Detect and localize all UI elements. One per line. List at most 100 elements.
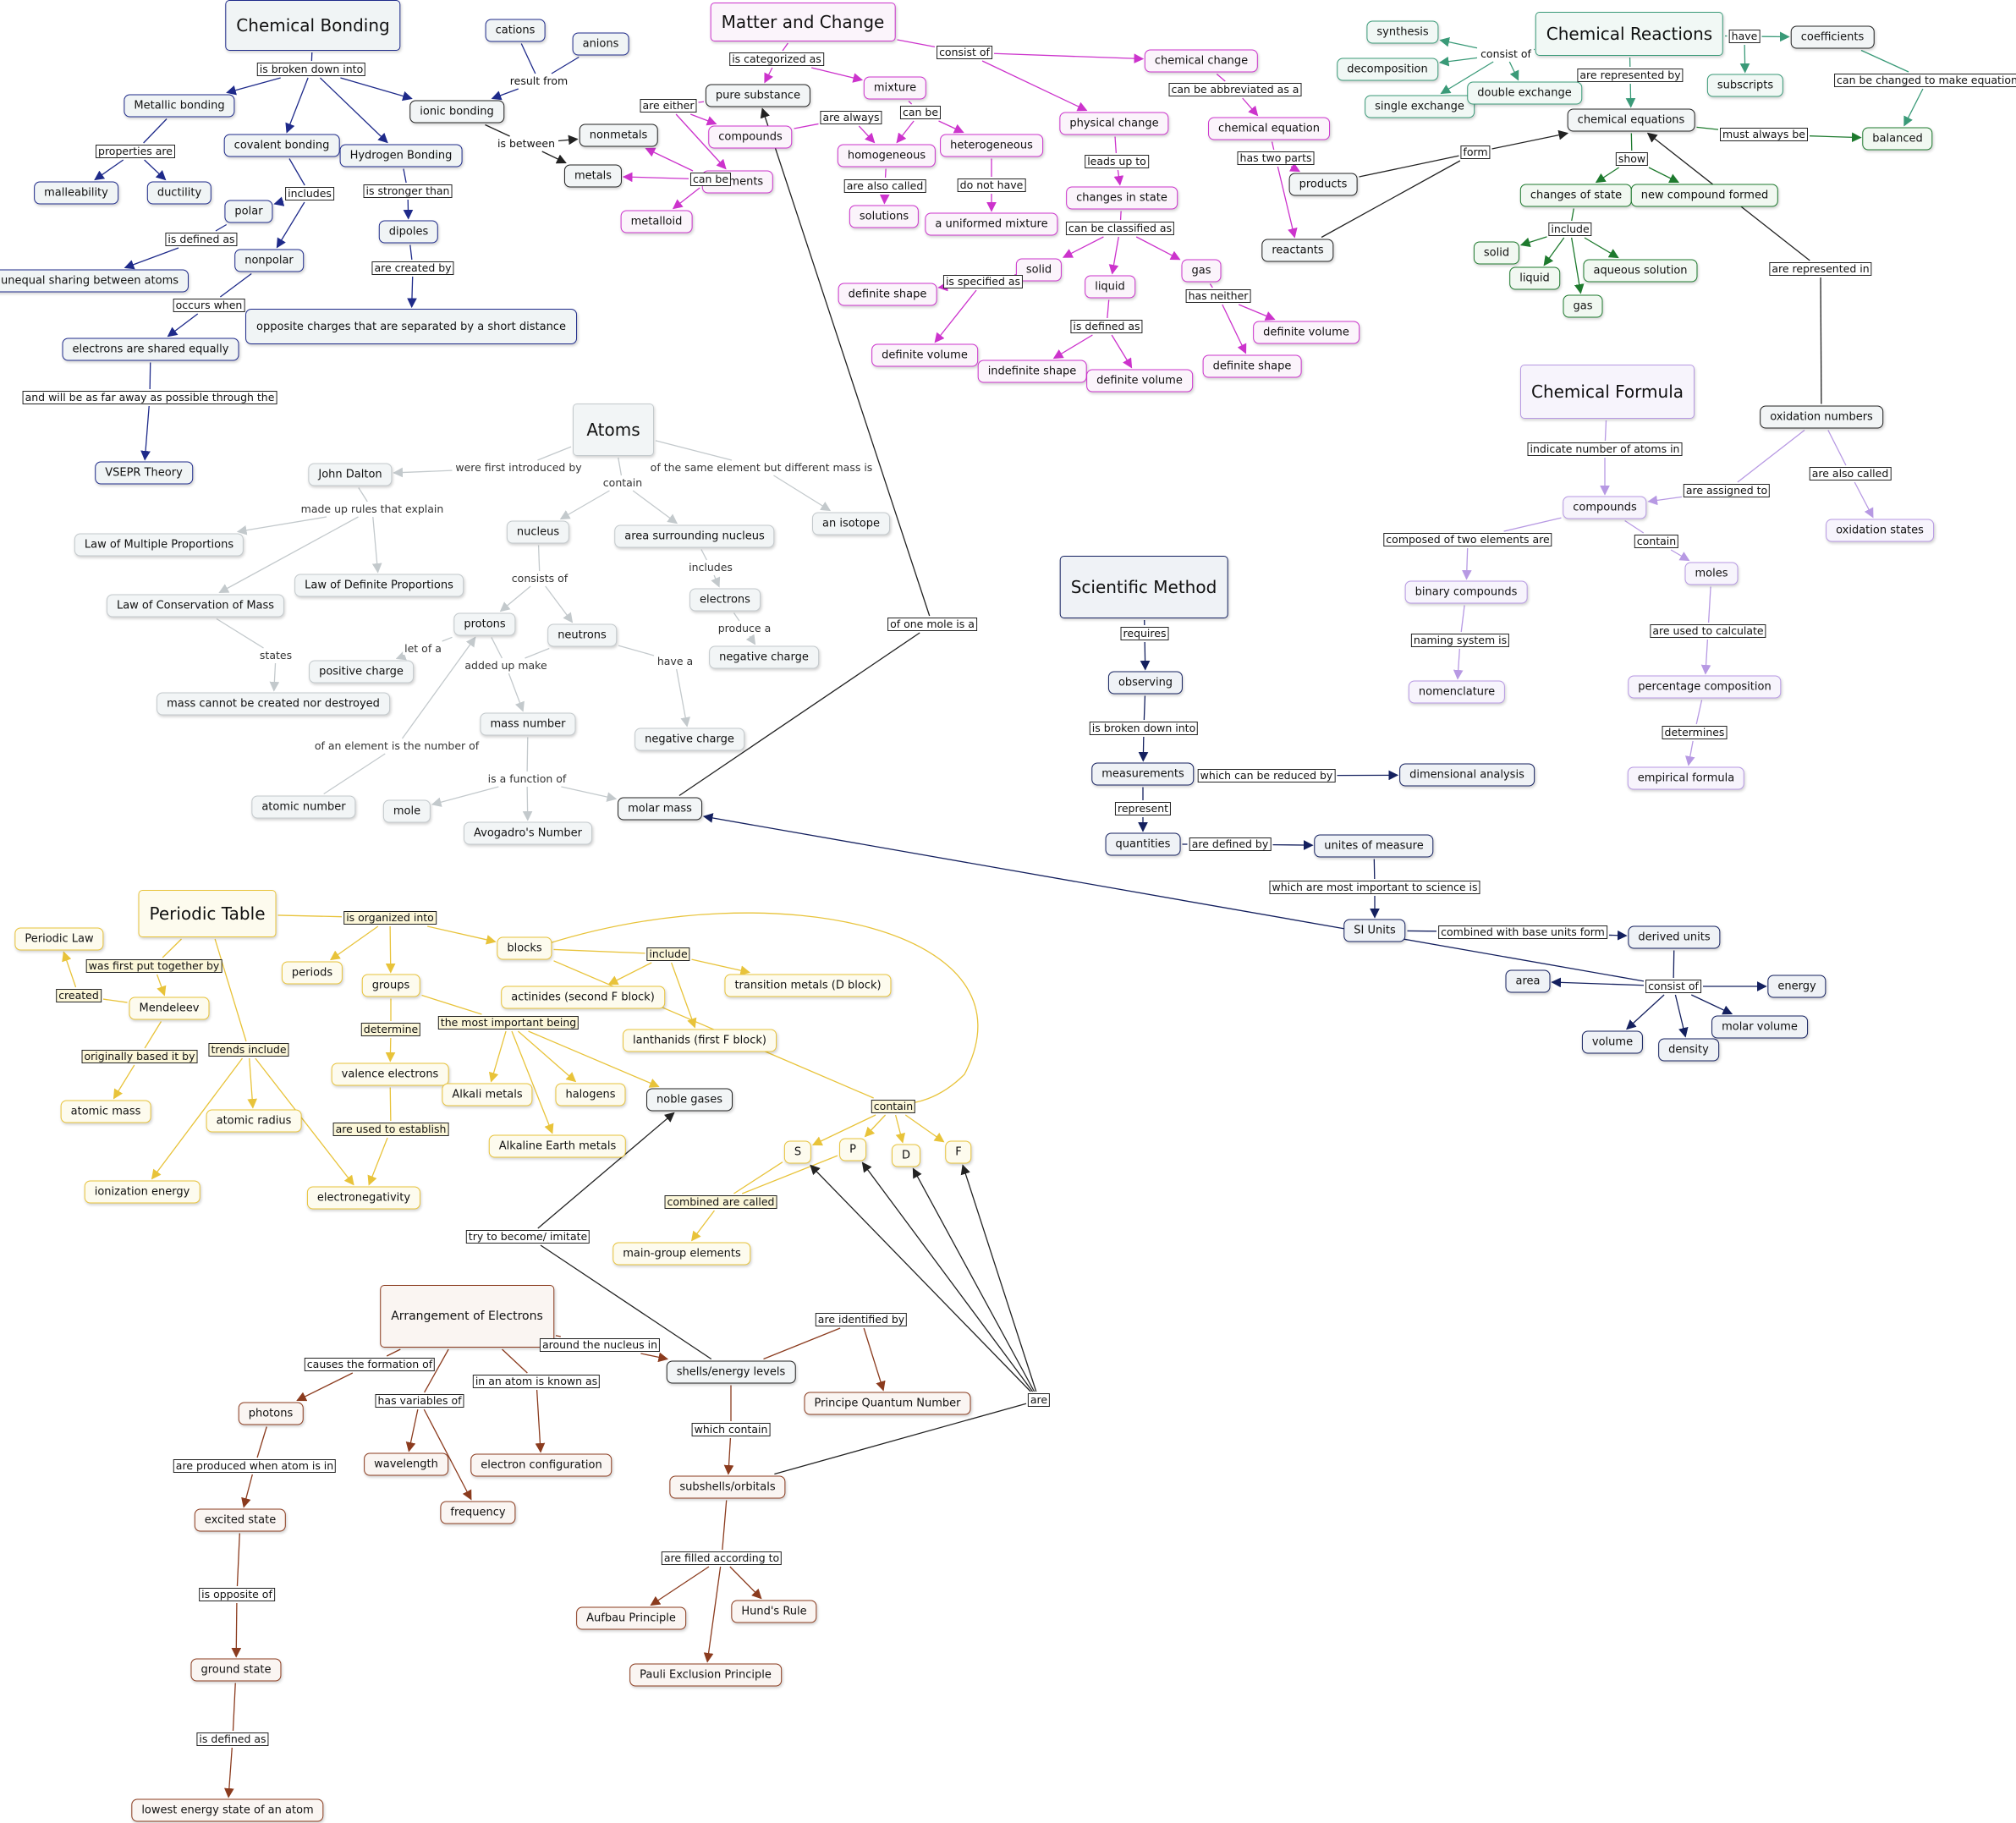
- concept-node-actinides[interactable]: actinides (second F block): [501, 986, 665, 1009]
- concept-node-polar[interactable]: polar: [224, 200, 273, 223]
- concept-node-gas-r[interactable]: gas: [1563, 294, 1603, 318]
- concept-node-products[interactable]: products: [1288, 173, 1358, 196]
- concept-node-compounds-f[interactable]: compounds: [1563, 496, 1647, 519]
- concept-node-decomposition[interactable]: decomposition: [1337, 58, 1438, 81]
- concept-node-lanthanids[interactable]: lanthanids (first F block): [623, 1029, 777, 1052]
- concept-node-hydrogen-bonding[interactable]: Hydrogen Bonding: [339, 144, 463, 167]
- concept-node-pure-substance[interactable]: pure substance: [705, 84, 811, 107]
- concept-node-blocks[interactable]: blocks: [497, 936, 552, 960]
- concept-node-metals[interactable]: metals: [563, 164, 623, 188]
- concept-node-solid-r[interactable]: solid: [1473, 241, 1520, 265]
- concept-node-heterogeneous[interactable]: heterogeneous: [940, 134, 1043, 157]
- concept-node-compounds-m[interactable]: compounds: [708, 125, 793, 149]
- concept-node-transition-metals[interactable]: transition metals (D block): [724, 974, 892, 997]
- concept-node-law-multiple[interactable]: Law of Multiple Proportions: [74, 533, 244, 557]
- concept-node-derived-units[interactable]: derived units: [1628, 925, 1721, 949]
- concept-node-area-surrounding[interactable]: area surrounding nucleus: [614, 524, 775, 548]
- concept-node-neutrons[interactable]: neutrons: [547, 623, 617, 647]
- concept-node-vsepr[interactable]: VSEPR Theory: [95, 461, 193, 485]
- concept-node-molar-mass[interactable]: molar mass: [618, 797, 702, 821]
- concept-node-electrons[interactable]: electrons: [689, 588, 761, 612]
- concept-node-synthesis[interactable]: synthesis: [1366, 20, 1439, 44]
- concept-node-lowest-energy[interactable]: lowest energy state of an atom: [131, 1798, 324, 1822]
- concept-node-homogeneous[interactable]: homogeneous: [837, 144, 937, 167]
- concept-node-definite-volume-1[interactable]: definite volume: [871, 343, 978, 367]
- concept-node-ionic-bonding[interactable]: ionic bonding: [409, 100, 504, 124]
- concept-node-nonmetals[interactable]: nonmetals: [579, 124, 658, 147]
- concept-node-s-block[interactable]: S: [783, 1140, 812, 1164]
- concept-node-d-block[interactable]: D: [891, 1144, 921, 1167]
- concept-node-metalloid[interactable]: metalloid: [620, 210, 693, 233]
- concept-node-mass-cannot[interactable]: mass cannot be created nor destroyed: [157, 692, 390, 716]
- concept-node-ground-state[interactable]: ground state: [190, 1658, 282, 1682]
- concept-node-f-block[interactable]: F: [945, 1140, 972, 1164]
- concept-node-oxidation-states[interactable]: oxidation states: [1826, 519, 1934, 542]
- concept-node-hunds-rule[interactable]: Hund's Rule: [731, 1600, 817, 1623]
- concept-node-definite-volume-2[interactable]: definite volume: [1086, 369, 1193, 393]
- concept-node-covalent-bonding[interactable]: covalent bonding: [223, 134, 340, 157]
- concept-node-si-units[interactable]: SI Units: [1343, 919, 1406, 942]
- concept-node-principe-qn[interactable]: Principe Quantum Number: [804, 1392, 971, 1415]
- concept-node-positive-charge[interactable]: positive charge: [309, 660, 414, 684]
- concept-node-avogadro[interactable]: Avogadro's Number: [464, 821, 592, 845]
- concept-node-density[interactable]: density: [1658, 1038, 1719, 1062]
- concept-node-john-dalton[interactable]: John Dalton: [308, 463, 393, 486]
- concept-node-unites-measure[interactable]: unites of measure: [1314, 834, 1434, 858]
- concept-node-chemical-formula[interactable]: Chemical Formula: [1519, 365, 1695, 419]
- concept-node-mendeleev[interactable]: Mendeleev: [129, 997, 210, 1020]
- concept-node-excited-state[interactable]: excited state: [194, 1508, 287, 1532]
- concept-node-nonpolar[interactable]: nonpolar: [234, 249, 304, 272]
- concept-node-groups[interactable]: groups: [361, 974, 420, 997]
- concept-node-observing[interactable]: observing: [1107, 671, 1184, 695]
- concept-node-main-group[interactable]: main-group elements: [612, 1242, 751, 1266]
- concept-node-periods[interactable]: periods: [281, 961, 343, 985]
- concept-node-ionization-energy[interactable]: ionization energy: [84, 1180, 201, 1204]
- concept-node-alkali-metals[interactable]: Alkali metals: [442, 1083, 533, 1106]
- concept-node-alkaline-earth[interactable]: Alkaline Earth metals: [488, 1134, 627, 1158]
- concept-node-dipoles[interactable]: dipoles: [378, 220, 439, 244]
- concept-node-aufbau[interactable]: Aufbau Principle: [576, 1606, 686, 1630]
- concept-node-malleability[interactable]: malleability: [34, 181, 118, 205]
- concept-node-pauli[interactable]: Pauli Exclusion Principle: [629, 1663, 782, 1687]
- concept-node-mass-number[interactable]: mass number: [480, 712, 576, 736]
- concept-node-wavelength[interactable]: wavelength: [364, 1452, 448, 1476]
- concept-node-molar-volume[interactable]: molar volume: [1711, 1015, 1808, 1039]
- concept-node-opposite-charges[interactable]: opposite charges that are separated by a…: [245, 309, 577, 344]
- concept-node-arrangement[interactable]: Arrangement of Electrons: [380, 1285, 554, 1348]
- concept-node-periodic-table[interactable]: Periodic Table: [138, 890, 277, 937]
- concept-node-noble-gases[interactable]: noble gases: [646, 1088, 733, 1112]
- concept-node-law-definite[interactable]: Law of Definite Proportions: [294, 574, 464, 597]
- concept-node-subscripts[interactable]: subscripts: [1706, 74, 1784, 97]
- concept-node-chemical-reactions[interactable]: Chemical Reactions: [1535, 12, 1724, 56]
- concept-node-changes-of-state[interactable]: changes of state: [1519, 184, 1633, 207]
- concept-node-chemical-change[interactable]: chemical change: [1144, 49, 1259, 73]
- concept-node-chemical-bonding[interactable]: Chemical Bonding: [225, 0, 401, 51]
- concept-node-atoms[interactable]: Atoms: [573, 404, 654, 456]
- concept-node-electronegativity[interactable]: electronegativity: [306, 1186, 421, 1210]
- concept-node-new-compound[interactable]: new compound formed: [1630, 184, 1779, 207]
- concept-node-valence-electrons[interactable]: valence electrons: [331, 1063, 449, 1086]
- concept-node-moles[interactable]: moles: [1684, 562, 1739, 585]
- concept-node-dimensional-analysis[interactable]: dimensional analysis: [1399, 763, 1535, 787]
- concept-node-solutions[interactable]: solutions: [849, 205, 920, 228]
- concept-node-empirical-formula[interactable]: empirical formula: [1627, 766, 1745, 790]
- concept-node-percentage-composition[interactable]: percentage composition: [1628, 675, 1782, 699]
- concept-node-protons[interactable]: protons: [453, 612, 516, 636]
- concept-node-changes-state-m[interactable]: changes in state: [1066, 186, 1178, 210]
- concept-node-shared-equally[interactable]: electrons are shared equally: [62, 338, 239, 361]
- concept-node-coefficients[interactable]: coefficients: [1790, 25, 1875, 49]
- concept-node-liquid-m[interactable]: liquid: [1085, 275, 1135, 299]
- concept-node-an-isotope[interactable]: an isotope: [812, 512, 890, 535]
- concept-node-mixture[interactable]: mixture: [863, 76, 927, 100]
- concept-node-atomic-number[interactable]: atomic number: [251, 795, 356, 819]
- concept-node-negative-charge-2[interactable]: negative charge: [634, 728, 744, 751]
- concept-node-metallic-bonding[interactable]: Metallic bonding: [124, 94, 235, 118]
- concept-node-shells[interactable]: shells/energy levels: [666, 1360, 796, 1384]
- concept-node-atomic-radius[interactable]: atomic radius: [206, 1109, 302, 1133]
- concept-node-binary-compounds[interactable]: binary compounds: [1404, 580, 1528, 604]
- concept-node-law-conservation[interactable]: Law of Conservation of Mass: [106, 594, 285, 618]
- concept-node-volume[interactable]: volume: [1581, 1030, 1644, 1054]
- concept-node-area[interactable]: area: [1505, 969, 1551, 993]
- concept-node-energy[interactable]: energy: [1767, 975, 1826, 998]
- concept-node-mole[interactable]: mole: [382, 799, 431, 823]
